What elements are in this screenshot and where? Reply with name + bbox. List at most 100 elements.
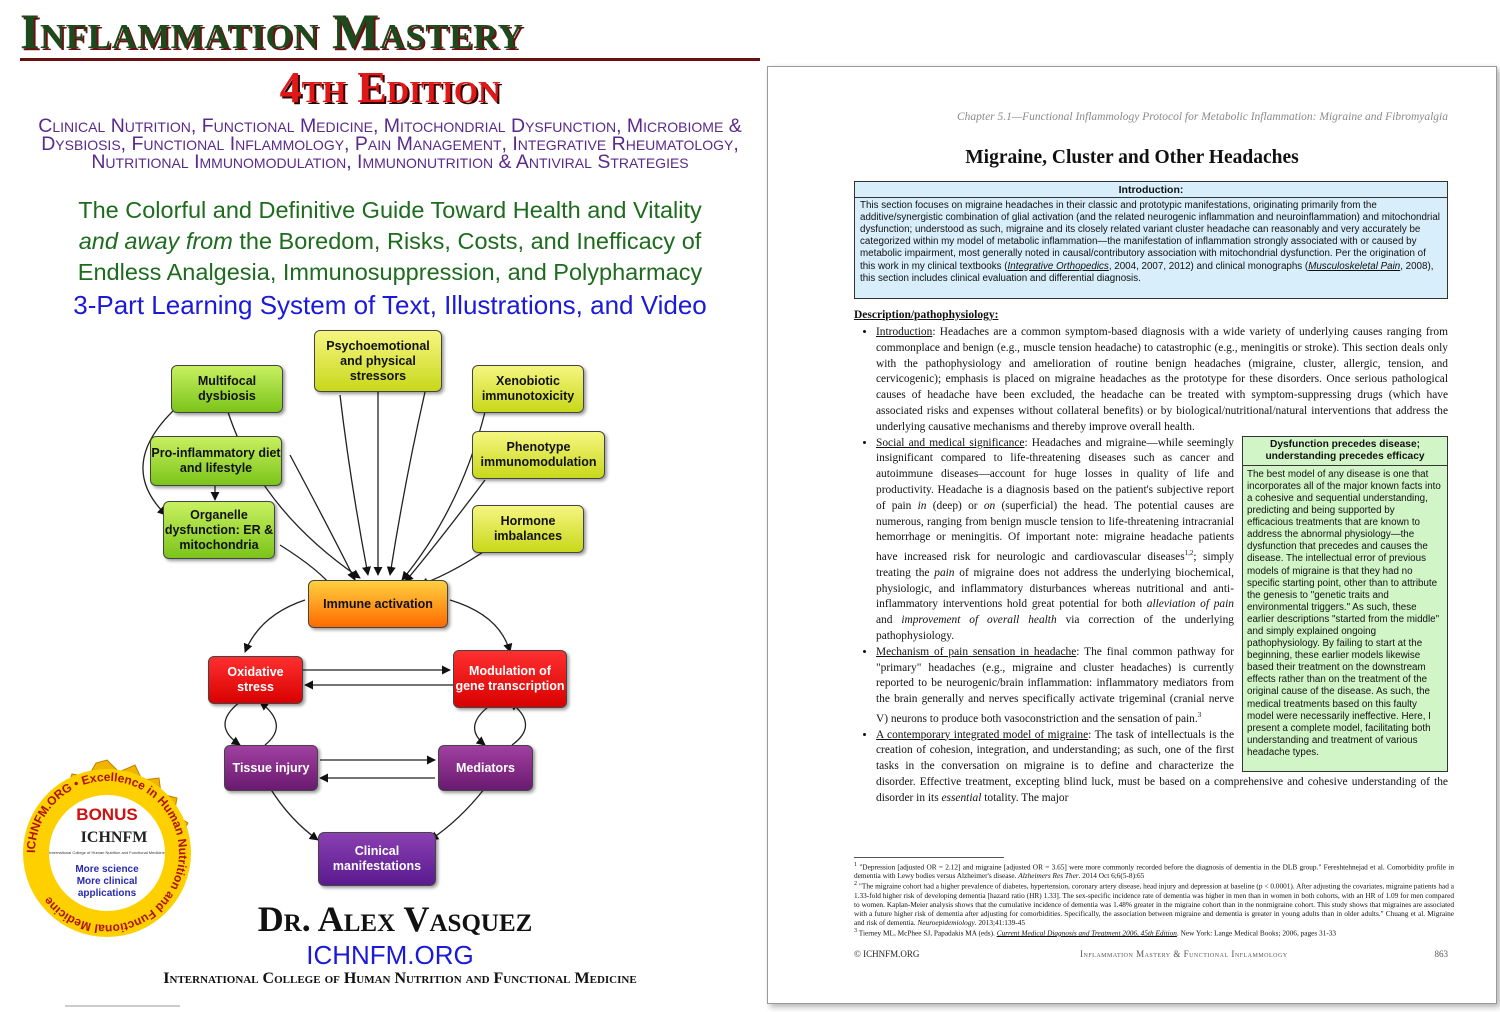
footnote-ref[interactable]: 3 [1197,710,1202,719]
node-clinical-manifestations: Clinical manifestations [318,832,436,886]
bullet-label: Social and medical significance [876,436,1025,449]
node-psychoemotional: Psychoemotional and physical stressors [314,330,442,392]
node-hormone-imbalances: Hormone imbalances [472,505,584,553]
bullet-text: (superficial) the head. The potential ca… [876,499,1234,563]
introduction-box: Introduction: This section focuses on mi… [854,181,1448,299]
footnote-text: Tierney ML, McPhee SJ, Papadakis MA (eds… [857,928,997,938]
badge-line2: More clinical [77,876,138,887]
bullet-text: : Headaches and migraine—while seemingly… [876,436,1234,512]
bullet-em: essential [941,791,982,804]
bullet-text: via correction of the underlying pathoph… [876,614,1234,642]
footnote-text: . 2014 Oct 6;6(5-8):65 [1078,871,1145,881]
cover-subtitle: The Colorful and Definitive Guide Toward… [10,195,770,288]
page-body: Introduction: Headaches are a common sym… [854,325,1448,807]
bullet-text: totality. The major [981,791,1069,804]
footnote-journal: Neuroepidemiology [917,917,975,927]
node-phenotype: Phenotype immunomodulation [472,431,605,479]
badge-logo: ICHNFM [81,829,148,846]
cover-edition: 4th Edition [279,63,501,112]
cover-subtitle-line1: The Colorful and Definitive Guide Toward… [78,197,702,223]
footer-book-title: Inflammation Mastery & Functional Inflam… [1080,949,1288,959]
badge-line3: applications [78,888,137,899]
node-immune-activation: Immune activation [308,580,448,628]
intro-book-link[interactable]: Integrative Orthopedics [1007,260,1109,272]
cover-subtitle-em: and away from [78,228,233,254]
footnote-number: 3 [854,927,858,934]
footer-copyright: © ICHNFM.ORG [854,949,920,959]
list-item: Introduction: Headaches are a common sym… [876,325,1448,436]
list-item: A contemporary integrated model of migra… [876,728,1448,807]
description-heading: Description/pathophysiology: [854,309,998,321]
footnote-text: "Depression [adjusted OR = 2.12] and mig… [854,862,1454,881]
bullet-em: on [983,499,996,512]
footnote-1: 1 "Depression [adjusted OR = 2.12] and m… [854,861,1454,880]
cover-title: Inflammation Mastery [20,3,524,59]
list-item: Mechanism of pain sensation in headache:… [876,645,1448,728]
bullet-label: Introduction [876,326,933,338]
node-multifocal-dysbiosis: Multifocal dysbiosis [171,365,283,413]
intro-text: , 2004, 2007, 2012) and clinical monogra… [1108,260,1309,272]
cover-learning-system: 3-Part Learning System of Text, Illustra… [73,290,707,320]
footer-page-number: 863 [1434,949,1449,959]
node-modulation-gene-transcription: Modulation of gene transcription [453,650,567,708]
list-item: Dysfunction precedes disease; understand… [876,435,1448,772]
cover-college: International College of Human Nutrition… [163,970,637,987]
badge-line1: More science [75,864,139,875]
badge-logo-sub: International College of Human Nutrition… [49,850,165,855]
bullet-label: A contemporary integrated model of migra… [876,728,1089,741]
cover-subtitle-line3: Endless Analgesia, Immunosuppression, an… [77,259,703,285]
footnote-3: 3 Tierney ML, McPhee SJ, Papadakis MA (e… [854,927,1454,937]
cover-site: ICHNFM.ORG [306,940,474,970]
cover-author: Dr. Alex Vasquez [257,899,533,939]
bonus-badge: ICHNFM.ORG • Excellence in Human Nutriti… [12,758,202,948]
badge-bonus: BONUS [76,805,137,824]
book-cover: Inflammation Mastery 4th Edition Clinica… [12,3,760,1007]
footnote-ref[interactable]: 1,2 [1184,549,1194,558]
intro-text: This section focuses on migraine headach… [860,200,1440,272]
bullet-text: (deep) or [926,499,984,512]
bullet-text: : The task of intellectuals is the creat… [876,728,1448,804]
sample-page: Chapter 5.1—Functional Inflammology Prot… [767,66,1497,1004]
description-colon: : [994,309,999,321]
footnote-number: 2 [854,881,858,888]
bullet-em: in [917,499,927,512]
bullet-em: alleviation of pain [1146,598,1234,611]
page-header: Chapter 5.1—Functional Inflammology Prot… [956,111,1448,123]
intro-text: , 2008), this section includes clinical … [860,260,1434,284]
footnote-book: Current Medical Diagnosis and Treatment … [996,928,1177,938]
node-proinflammatory-diet: Pro-inflammatory diet and lifestyle [150,436,282,486]
node-tissue-injury: Tissue injury [224,745,318,791]
cover-foot-divider [65,1005,180,1007]
cover-topics: Clinical Nutrition, Functional Medicine,… [38,115,742,173]
dysfunction-sidebar-box: Dysfunction precedes disease; understand… [1242,435,1448,772]
bullet-text: : The final common pathway for "primary"… [876,645,1234,725]
node-xenobiotic: Xenobiotic immunotoxicity [472,365,584,413]
footnote-2: 2 "The migraine cohort had a higher prev… [854,880,1454,926]
intro-monograph-link[interactable]: Musculoskeletal Pain [1308,260,1401,272]
sidebar-text: The best model of any disease is one tha… [1247,468,1441,758]
bullet-text: and [876,614,902,627]
inflammation-flow-diagram: Psychoemotional and physical stressors M… [140,330,620,890]
bullet-label: Mechanism of pain sensation in headache [876,645,1077,658]
footnote-text: . 2013;41:139-45 [974,917,1025,927]
bullet-text: ; simply treating the [876,550,1234,579]
footnote-text: "The migraine cohort had a higher preval… [854,881,1454,927]
node-mediators: Mediators [438,745,533,791]
node-oxidative-stress: Oxidative stress [208,656,303,704]
badge-seal-icon: ICHNFM.ORG • Excellence in Human Nutriti… [23,759,191,937]
description-label: Description/pathophysiology [854,309,995,321]
footnotes: 1 "Depression [adjusted OR = 2.12] and m… [854,861,1454,937]
node-organelle-dysfunction: Organelle dysfunction: ER & mitochondria [163,501,275,559]
footnote-journal: Alzheimers Res Ther [1018,871,1079,881]
footnote-divider [854,857,1004,858]
cover-title-underline [20,58,760,61]
bullet-em: improvement of overall health [901,614,1057,627]
introduction-heading: Introduction: [855,184,1447,199]
page-title: Migraine, Cluster and Other Headaches [965,147,1299,168]
footnote-number: 1 [854,862,858,868]
bullet-text: of migraine does not address the underly… [876,566,1234,611]
footnote-text: . New York: Lange Medical Books; 2006, p… [1176,928,1337,938]
bullet-text: : Headaches are a common symptom-based d… [876,326,1448,433]
sidebar-heading: Dysfunction precedes disease; understand… [1243,439,1447,466]
cover-subtitle-line2: the Boredom, Risks, Costs, and Inefficac… [232,228,702,254]
